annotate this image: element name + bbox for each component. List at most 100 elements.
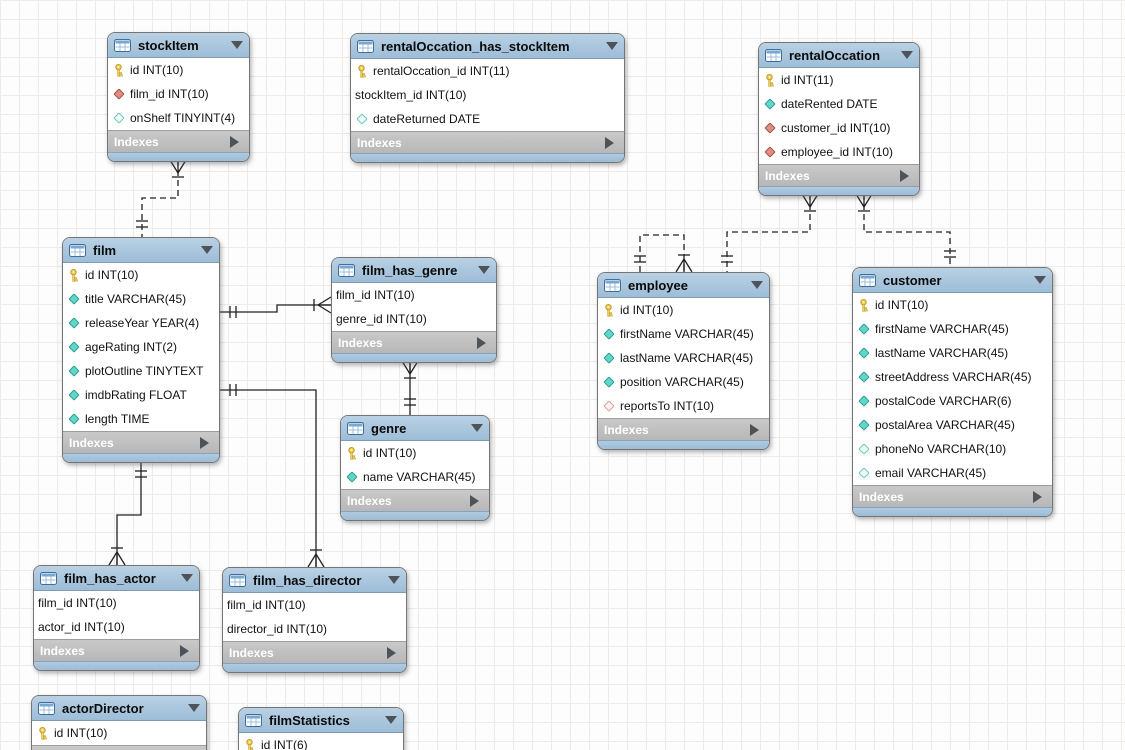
column-row[interactable]: rentalOccation_id INT(11) (351, 59, 624, 83)
relationship-film_has_genre-genre[interactable] (401, 360, 419, 415)
expand-indexes-icon[interactable] (470, 494, 479, 507)
table-header[interactable]: rentalOccation (759, 43, 919, 68)
indexes-row[interactable]: Indexes (34, 639, 199, 661)
column-row[interactable]: releaseYear YEAR(4) (63, 311, 219, 335)
expand-indexes-icon[interactable] (230, 135, 239, 148)
table-header[interactable]: employee (598, 273, 769, 298)
table-header[interactable]: film_has_genre (332, 258, 496, 283)
column-row[interactable]: name VARCHAR(45) (341, 465, 489, 489)
expand-indexes-icon[interactable] (387, 646, 396, 659)
column-row[interactable]: postalArea VARCHAR(45) (853, 413, 1052, 437)
relationship-line[interactable] (141, 160, 179, 237)
relationship-line[interactable] (639, 234, 685, 272)
column-row[interactable]: id INT(6) (239, 733, 403, 750)
collapse-arrow-icon[interactable] (201, 246, 213, 254)
relationship-rentalOccation-customer[interactable] (855, 193, 956, 267)
column-row[interactable]: imdbRating FLOAT (63, 383, 219, 407)
column-row[interactable]: film_id INT(10) (108, 82, 249, 106)
relationship-film-film_has_director[interactable] (220, 384, 325, 568)
indexes-row[interactable]: Indexes (63, 431, 219, 453)
column-row[interactable]: film_id INT(10) (223, 593, 406, 617)
column-row[interactable]: title VARCHAR(45) (63, 287, 219, 311)
column-row[interactable]: employee_id INT(10) (759, 140, 919, 164)
expand-indexes-icon[interactable] (180, 644, 189, 657)
expand-indexes-icon[interactable] (900, 169, 909, 182)
column-row[interactable]: id INT(10) (32, 721, 206, 745)
expand-indexes-icon[interactable] (605, 136, 614, 149)
column-row[interactable]: director_id INT(10) (223, 617, 406, 641)
column-row[interactable]: email VARCHAR(45) (853, 461, 1052, 485)
relationship-line[interactable] (726, 194, 811, 272)
column-row[interactable]: onShelf TINYINT(4) (108, 106, 249, 130)
indexes-row[interactable]: Indexes (598, 418, 769, 440)
table-header[interactable]: filmStatistics (239, 708, 403, 733)
table-header[interactable]: customer (853, 268, 1052, 293)
relationship-film-film_has_actor[interactable] (108, 461, 147, 566)
column-row[interactable]: film_id INT(10) (332, 283, 496, 307)
column-row[interactable]: customer_id INT(10) (759, 116, 919, 140)
table-header[interactable]: film_has_director (223, 568, 406, 593)
expand-indexes-icon[interactable] (750, 423, 759, 436)
column-row[interactable]: postalCode VARCHAR(6) (853, 389, 1052, 413)
relationship-stockItem-film[interactable] (136, 159, 187, 237)
column-row[interactable]: dateRented DATE (759, 92, 919, 116)
relationship-line[interactable] (220, 389, 317, 567)
collapse-arrow-icon[interactable] (1034, 276, 1046, 284)
relationship-film-film_has_genre[interactable] (220, 296, 332, 318)
column-row[interactable]: firstName VARCHAR(45) (853, 317, 1052, 341)
expand-indexes-icon[interactable] (477, 336, 486, 349)
collapse-arrow-icon[interactable] (188, 704, 200, 712)
indexes-row[interactable]: Indexes (759, 164, 919, 186)
relationship-line[interactable] (220, 304, 331, 313)
column-row[interactable]: reportsTo INT(10) (598, 394, 769, 418)
collapse-arrow-icon[interactable] (231, 41, 243, 49)
column-row[interactable]: lastName VARCHAR(45) (853, 341, 1052, 365)
column-row[interactable]: phoneNo VARCHAR(10) (853, 437, 1052, 461)
column-row[interactable]: genre_id INT(10) (332, 307, 496, 331)
indexes-row[interactable]: Indexes (32, 745, 206, 750)
collapse-arrow-icon[interactable] (478, 266, 490, 274)
collapse-arrow-icon[interactable] (901, 51, 913, 59)
column-row[interactable]: stockItem_id INT(10) (351, 83, 624, 107)
column-row[interactable]: streetAddress VARCHAR(45) (853, 365, 1052, 389)
relationship-rentalOccation-employee[interactable] (721, 193, 819, 272)
indexes-row[interactable]: Indexes (332, 331, 496, 353)
indexes-row[interactable]: Indexes (351, 131, 624, 153)
column-row[interactable]: plotOutline TINYTEXT (63, 359, 219, 383)
collapse-arrow-icon[interactable] (751, 281, 763, 289)
column-row[interactable]: id INT(10) (108, 58, 249, 82)
expand-indexes-icon[interactable] (1033, 490, 1042, 503)
collapse-arrow-icon[interactable] (388, 576, 400, 584)
collapse-arrow-icon[interactable] (471, 424, 483, 432)
column-row[interactable]: id INT(11) (759, 68, 919, 92)
column-row[interactable]: id INT(10) (598, 298, 769, 322)
table-header[interactable]: genre (341, 416, 489, 441)
relationship-line[interactable] (863, 194, 951, 267)
table-header[interactable]: stockItem (108, 33, 249, 58)
column-row[interactable]: ageRating INT(2) (63, 335, 219, 359)
collapse-arrow-icon[interactable] (606, 42, 618, 50)
indexes-row[interactable]: Indexes (108, 130, 249, 152)
table-header[interactable]: rentalOccation_has_stockItem (351, 34, 624, 59)
column-row[interactable]: position VARCHAR(45) (598, 370, 769, 394)
indexes-row[interactable]: Indexes (853, 485, 1052, 507)
column-row[interactable]: lastName VARCHAR(45) (598, 346, 769, 370)
column-row[interactable]: id INT(10) (853, 293, 1052, 317)
column-row[interactable]: id INT(10) (63, 263, 219, 287)
column-row[interactable]: firstName VARCHAR(45) (598, 322, 769, 346)
expand-indexes-icon[interactable] (200, 436, 209, 449)
collapse-arrow-icon[interactable] (181, 574, 193, 582)
column-row[interactable]: length TIME (63, 407, 219, 431)
